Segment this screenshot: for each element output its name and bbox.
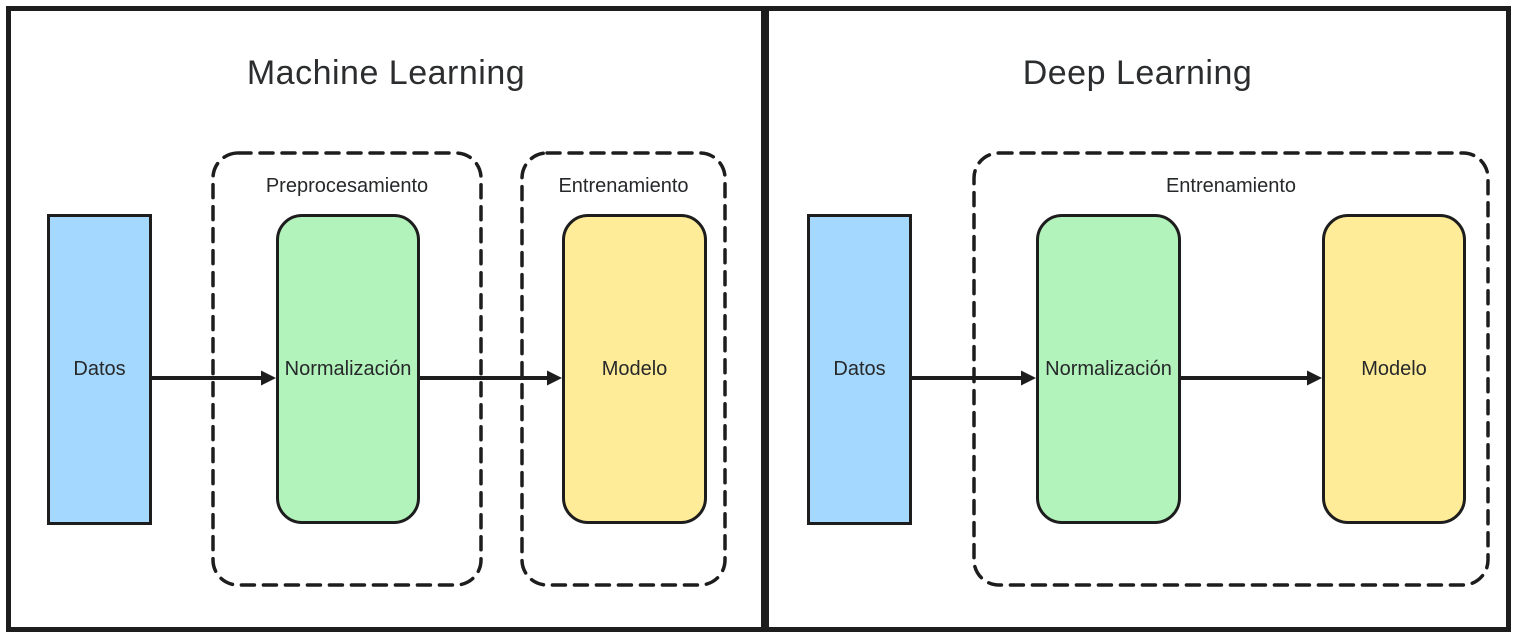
node-modelo-dl: Modelo <box>1322 214 1466 524</box>
node-datos-ml: Datos <box>47 214 152 525</box>
cluster-label-preprocesamiento: Preprocesamiento <box>265 175 429 197</box>
cluster-label-entrenamiento-dl: Entrenamiento <box>1165 175 1297 197</box>
arrow-datos-to-normalizacion-dl <box>912 370 1036 386</box>
node-datos-dl: Datos <box>807 214 912 525</box>
cluster-preprocesamiento-outline <box>211 151 483 587</box>
node-normalizacion-dl: Normalización <box>1036 214 1181 524</box>
node-modelo-ml: Modelo <box>562 214 707 524</box>
node-modelo-dl-label: Modelo <box>1361 357 1427 380</box>
panel-machine-learning <box>6 6 766 632</box>
node-datos-ml-label: Datos <box>73 358 126 380</box>
node-normalizacion-ml-label: Normalización <box>284 357 412 380</box>
cluster-label-entrenamiento-ml: Entrenamiento <box>558 175 689 197</box>
arrow-normalizacion-to-modelo-dl <box>1181 370 1322 386</box>
arrow-datos-to-normalizacion-ml <box>152 370 276 386</box>
panel-title-machine-learning: Machine Learning <box>246 54 526 92</box>
cluster-entrenamiento-dl-outline <box>972 151 1490 587</box>
node-normalizacion-ml: Normalización <box>276 214 420 524</box>
node-normalizacion-dl-label: Normalización <box>1045 357 1172 380</box>
arrow-normalizacion-to-modelo-ml <box>420 370 562 386</box>
cluster-entrenamiento-ml-outline <box>520 151 727 587</box>
panel-deep-learning <box>764 6 1511 632</box>
panel-title-deep-learning: Deep Learning <box>1022 54 1253 92</box>
node-modelo-ml-label: Modelo <box>601 357 668 380</box>
node-datos-dl-label: Datos <box>833 358 886 380</box>
